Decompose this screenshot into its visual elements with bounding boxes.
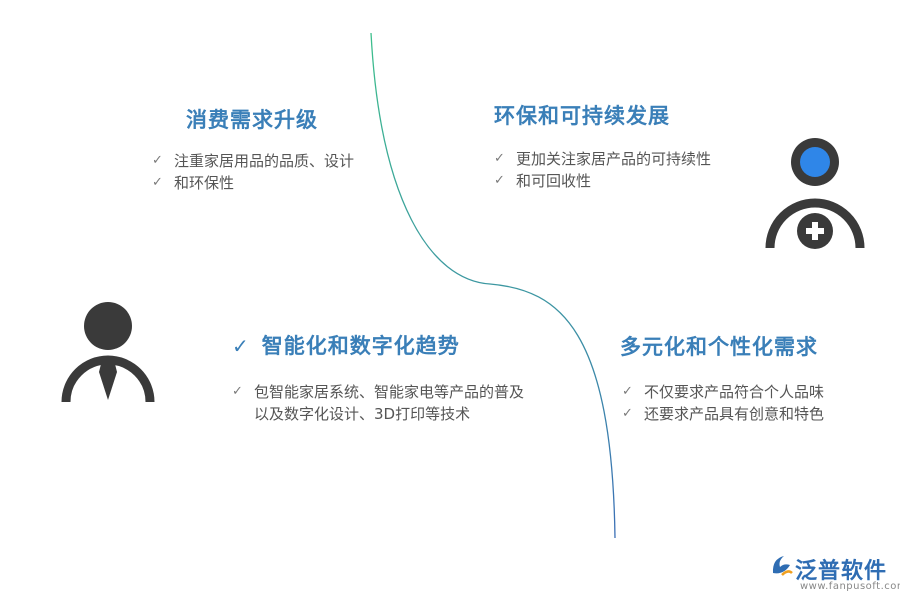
check-icon: ✓ — [622, 384, 633, 399]
check-icon: ✓ — [152, 153, 163, 168]
check-icon: ✓ — [622, 406, 633, 421]
quadrant-title-bottom-left: ✓智能化和数字化趋势 — [232, 334, 460, 358]
list-item: ✓不仅要求产品符合个人品味 — [622, 383, 825, 401]
check-icon: ✓ — [152, 175, 163, 190]
bullet-list-top-right: ✓更加关注家居产品的可持续性 ✓和可回收性 — [490, 148, 711, 192]
brand-url: www.fanpusoft.com — [800, 581, 900, 592]
fanpu-logo-icon — [772, 556, 793, 576]
curved-axis — [370, 32, 616, 539]
check-icon: ✓ — [232, 384, 243, 399]
list-item: ✓注重家居用品的品质、设计 — [152, 152, 355, 170]
bullet-list-bottom-left: ✓包智能家居系统、智能家电等产品的普及 以及数字化设计、3D打印等技术 — [228, 381, 524, 425]
check-icon: ✓ — [494, 151, 505, 166]
check-icon: ✓ — [232, 334, 250, 358]
bullet-list-top-left: ✓注重家居用品的品质、设计 ✓和环保性 — [148, 150, 354, 194]
quadrant-title-top-left: 消费需求升级 — [186, 108, 318, 132]
list-item: ✓和环保性 — [152, 174, 235, 192]
bullet-list-bottom-right: ✓不仅要求产品符合个人品味 ✓还要求产品具有创意和特色 — [618, 381, 824, 425]
list-item: ✓更加关注家居产品的可持续性 — [494, 150, 712, 168]
user-add-icon — [765, 138, 865, 249]
list-item: ✓和可回收性 — [494, 172, 592, 190]
quadrant-title-bottom-right: 多元化和个性化需求 — [620, 335, 818, 359]
brand-name: 泛普软件 — [795, 559, 888, 584]
quadrant-title-top-right: 环保和可持续发展 — [494, 104, 670, 128]
list-item: 以及数字化设计、3D打印等技术 — [254, 405, 471, 423]
list-item: ✓包智能家居系统、智能家电等产品的普及 — [232, 383, 525, 401]
list-item: ✓还要求产品具有创意和特色 — [622, 405, 825, 423]
person-tie-icon — [61, 302, 155, 403]
check-icon: ✓ — [494, 173, 505, 188]
